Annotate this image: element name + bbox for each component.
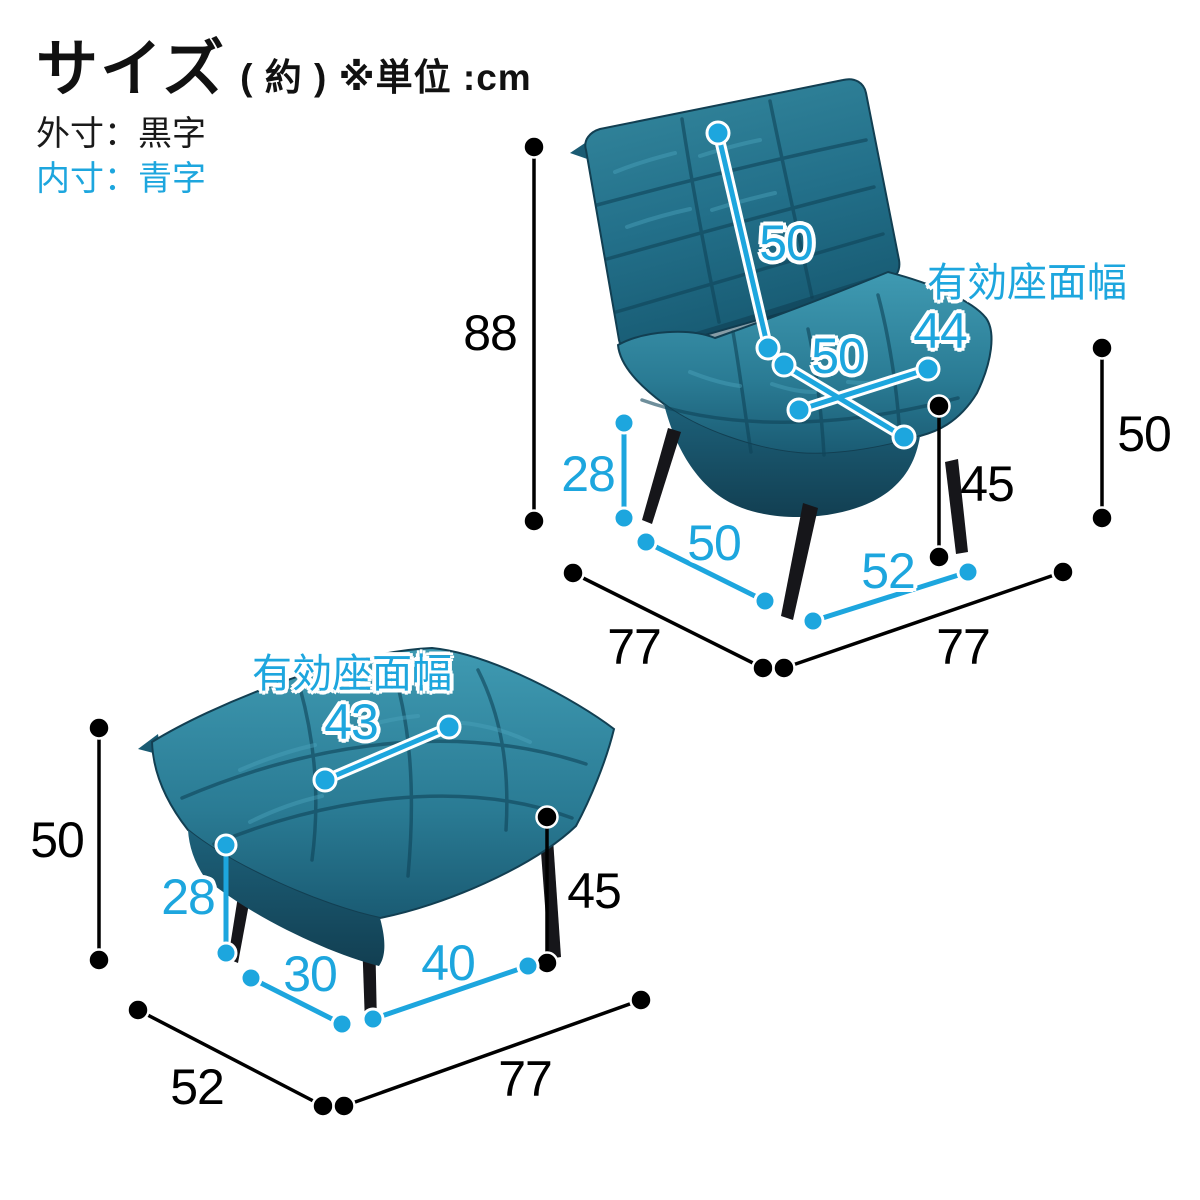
ottoman-width-label: 77: [498, 1051, 553, 1107]
ottoman-overall-height-label: 50: [30, 812, 85, 868]
chair-overall-height-label: 88: [463, 305, 518, 361]
legend-inner-dimensions: 内寸：青字: [36, 160, 206, 199]
ottoman-inner-leg-width-line: [372, 963, 529, 1022]
ottoman-effective-seat-width-line: [324, 724, 450, 783]
page-title: サイズ: [36, 35, 227, 104]
ottoman-width-line: [343, 998, 642, 1108]
chair-legs: [642, 428, 968, 620]
chair-inner-leg-width-line: [644, 539, 767, 604]
chair-width-label: 77: [936, 619, 991, 675]
ottoman-photo: [138, 646, 616, 1026]
chair-clearance-label: 28: [561, 446, 616, 502]
ottoman-tuft-seams: [180, 658, 588, 878]
legend: 外寸：黒字 内寸：青字: [36, 112, 206, 202]
chair-depth-line: [572, 571, 764, 670]
chair-inner-leg-depth-line: [812, 569, 969, 624]
chair-effective-seat-width-label: 44: [913, 303, 968, 359]
ottoman-effective-seat-width-title: 有効座面幅: [252, 652, 452, 696]
seat-tuft-seams: [640, 293, 960, 457]
ottoman-depth-line: [137, 1008, 324, 1108]
chair-inner-leg-depth-label: 52: [861, 543, 916, 599]
chair-effective-seat-width-line: [798, 366, 929, 413]
chair-seat-inner-depth-label: 50: [811, 328, 866, 384]
backrest-tuft-seams: [595, 99, 885, 324]
chair-seat-inner-depth-line: [782, 362, 906, 440]
page-title-note: ( 約 ) ※単位 :cm: [240, 57, 532, 98]
chair-effective-seat-width-title: 有効座面幅: [927, 261, 1127, 305]
ottoman-depth-label: 52: [170, 1059, 225, 1115]
page-header: サイズ ( 約 ) ※単位 :cm: [36, 18, 532, 108]
ottoman-inner-leg-depth-label: 30: [283, 946, 338, 1002]
chair-inner-leg-width-label: 50: [687, 515, 742, 571]
legend-outer-dimensions: 外寸：黒字: [36, 115, 206, 153]
ottoman-clearance-label: 28: [161, 869, 216, 925]
chair-backrest-height-label: 50: [759, 215, 814, 271]
black-dimension-lines: [97, 147, 1104, 1108]
ottoman-seat-height-label: 45: [567, 863, 622, 919]
chair-width-line: [783, 570, 1064, 670]
ottoman-inner-leg-depth-line: [249, 975, 344, 1027]
chair-backrest-height-line: [715, 132, 771, 349]
ottoman-effective-seat-width-label: 43: [324, 694, 379, 750]
black-dimension-dots: [87, 135, 1114, 1118]
blue-dimension-lines: [223, 132, 969, 1027]
ottoman-inner-leg-width-label: 40: [421, 935, 476, 991]
chair-depth-label: 77: [607, 619, 662, 675]
chair-side-height-label: 50: [1117, 406, 1172, 462]
blue-dimension-dots: [214, 120, 980, 1036]
chair-seat-height-label: 45: [960, 456, 1015, 512]
